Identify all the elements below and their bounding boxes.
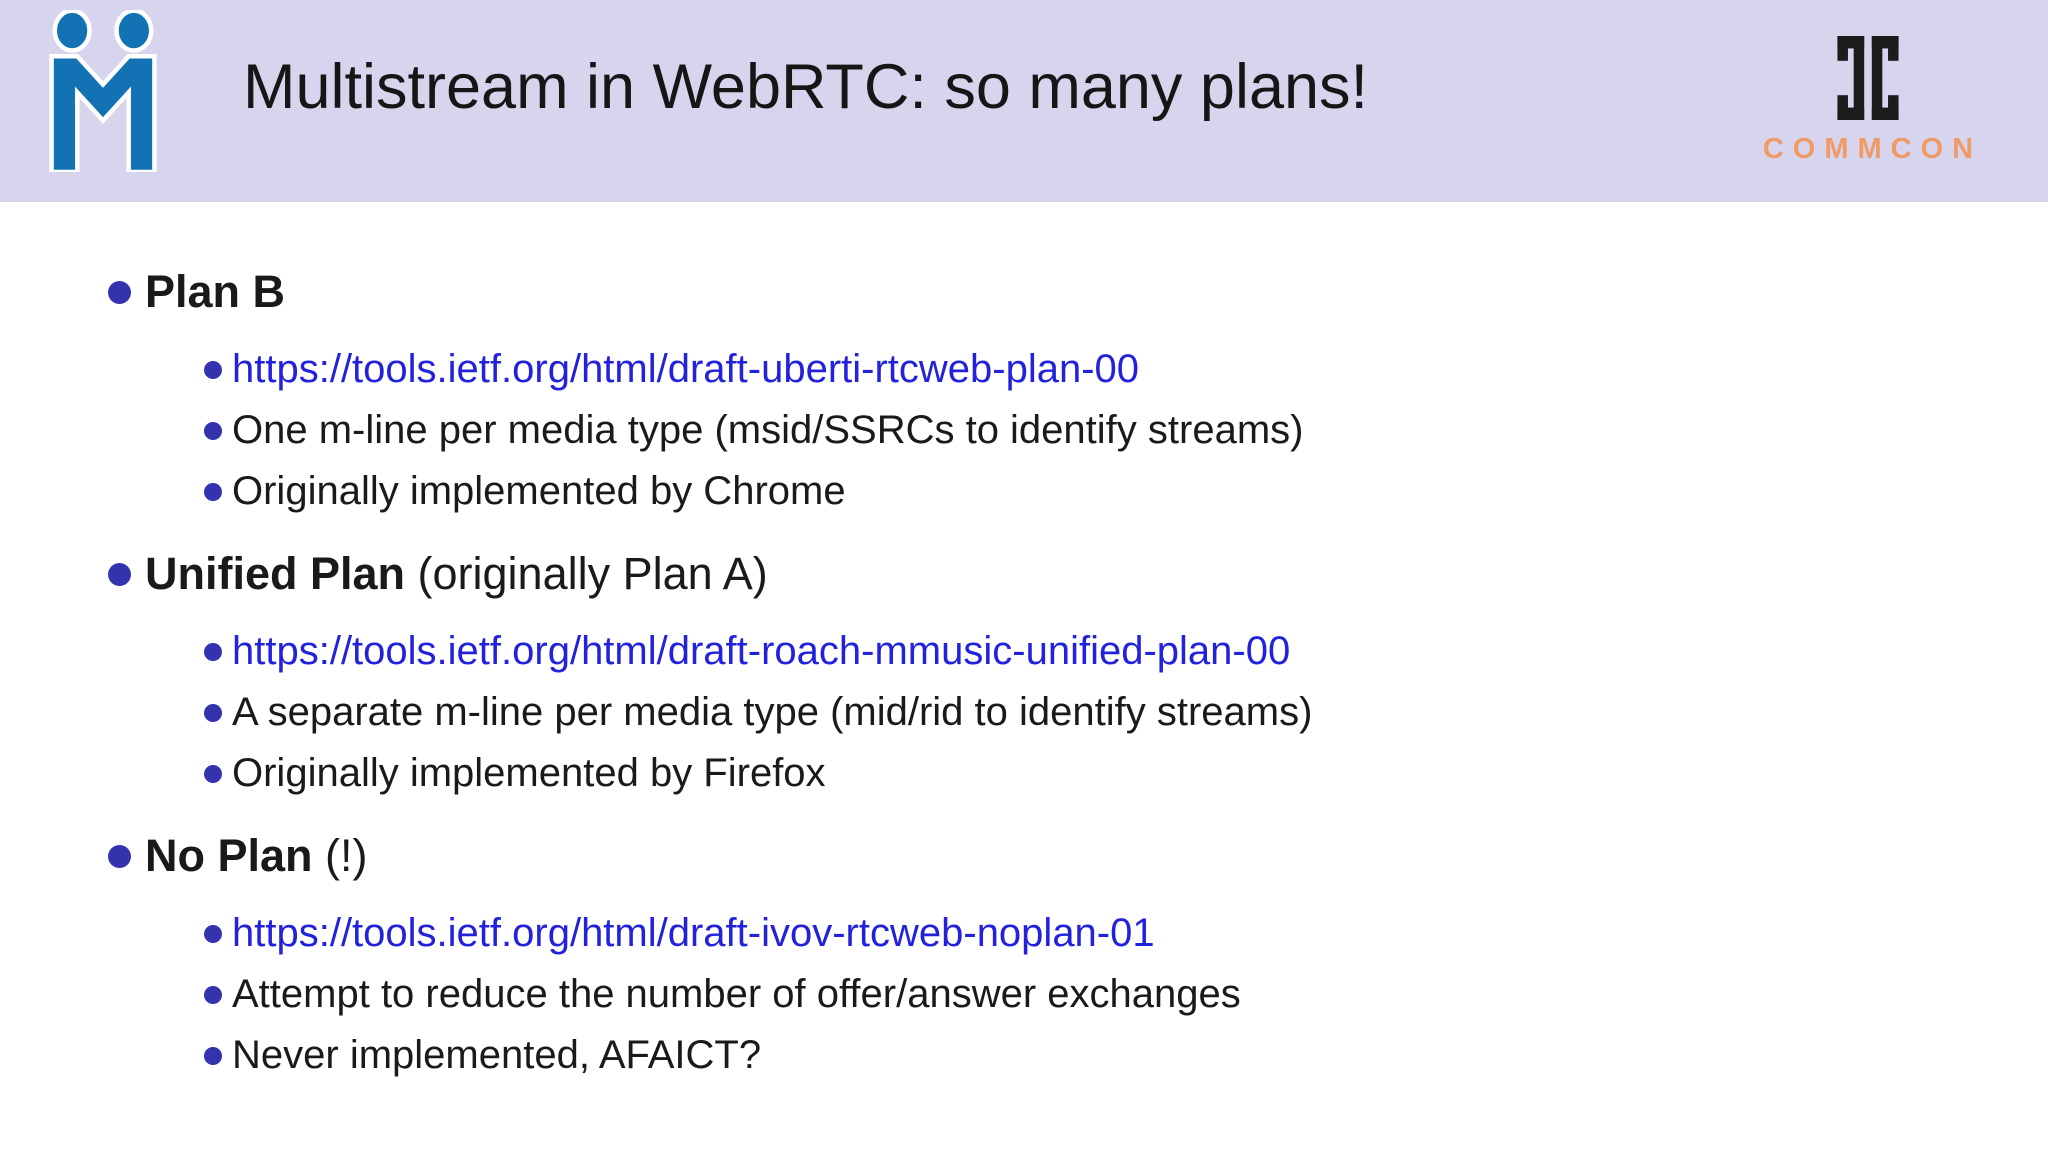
- sub-bullet-item: https://tools.ietf.org/html/draft-ivov-r…: [0, 903, 2048, 964]
- main-bullet-item: Unified Plan (originally Plan A): [0, 548, 2048, 600]
- sub-bullet-item: A separate m-line per media type (mid/ri…: [0, 682, 2048, 743]
- sub-bullet-item: Never implemented, AFAICT?: [0, 1025, 2048, 1086]
- commcon-wordmark: COMMCON: [1762, 133, 1983, 165]
- sub-bullet-item: One m-line per media type (msid/SSRCs to…: [0, 400, 2048, 461]
- main-bullet-item: No Plan (!): [0, 830, 2048, 882]
- section-title-suffix: (originally Plan A): [405, 548, 768, 599]
- section-title-suffix: (!): [312, 830, 368, 881]
- sub-bullet-item: https://tools.ietf.org/html/draft-roach-…: [0, 621, 2048, 682]
- commcon-logo: COMMCON: [1752, 36, 1984, 166]
- main-bullet-item: Plan B: [0, 266, 2048, 318]
- sub-bullet-item: Attempt to reduce the number of offer/an…: [0, 964, 2048, 1025]
- bullet-text: Originally implemented by Firefox: [232, 751, 826, 795]
- bullet-text: Attempt to reduce the number of offer/an…: [232, 972, 1241, 1016]
- section-title: No Plan: [145, 830, 313, 881]
- commcon-cc-monogram-icon: [1837, 36, 1899, 120]
- bullet-text: Originally implemented by Chrome: [232, 469, 846, 513]
- sub-bullet-list: https://tools.ietf.org/html/draft-uberti…: [0, 339, 2048, 522]
- two-people-m-logo-icon: [49, 10, 157, 172]
- sub-bullet-item: https://tools.ietf.org/html/draft-uberti…: [0, 339, 2048, 400]
- section-title: Plan B: [145, 266, 286, 317]
- slide-title: Multistream in WebRTC: so many plans!: [243, 52, 1369, 122]
- ietf-draft-link[interactable]: https://tools.ietf.org/html/draft-ivov-r…: [232, 911, 1155, 955]
- sub-bullet-list: https://tools.ietf.org/html/draft-ivov-r…: [0, 903, 2048, 1086]
- ietf-draft-link[interactable]: https://tools.ietf.org/html/draft-uberti…: [232, 347, 1140, 391]
- sub-bullet-item: Originally implemented by Chrome: [0, 461, 2048, 522]
- slide-section: Plan B https://tools.ietf.org/html/draft…: [0, 266, 2048, 522]
- bullet-text: Never implemented, AFAICT?: [232, 1033, 762, 1077]
- bullet-text: A separate m-line per media type (mid/ri…: [232, 690, 1313, 734]
- sub-bullet-list: https://tools.ietf.org/html/draft-roach-…: [0, 621, 2048, 804]
- bullet-text: One m-line per media type (msid/SSRCs to…: [232, 408, 1304, 452]
- section-title: Unified Plan: [145, 548, 406, 599]
- sub-bullet-item: Originally implemented by Firefox: [0, 743, 2048, 804]
- bullet-list: Plan B https://tools.ietf.org/html/draft…: [0, 266, 2048, 1086]
- slide-header: Multistream in WebRTC: so many plans! CO…: [0, 0, 2048, 202]
- slide-section: No Plan (!) https://tools.ietf.org/html/…: [0, 830, 2048, 1086]
- slide-content: Plan B https://tools.ietf.org/html/draft…: [0, 202, 2048, 1152]
- ietf-draft-link[interactable]: https://tools.ietf.org/html/draft-roach-…: [232, 629, 1291, 673]
- slide-section: Unified Plan (originally Plan A) https:/…: [0, 548, 2048, 804]
